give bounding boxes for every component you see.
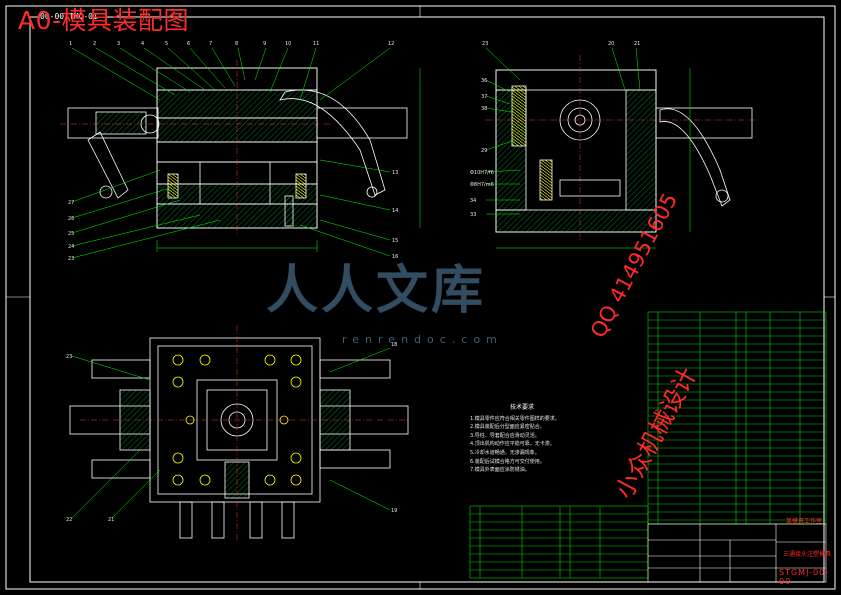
svg-text:13: 13 (392, 170, 398, 176)
tech-line: 2.模具装配后分型面应紧密贴合。 (470, 424, 545, 431)
svg-text:Φ8H7/m6: Φ8H7/m6 (470, 182, 494, 188)
tech-line: 7.模具外表面应涂防锈油。 (470, 467, 530, 474)
front-view-leaders (71, 47, 421, 259)
svg-text:25: 25 (68, 231, 74, 237)
svg-text:4: 4 (141, 41, 144, 47)
svg-text:24: 24 (68, 244, 74, 250)
sheet-outer-border (5, 5, 836, 590)
svg-text:27: 27 (68, 200, 74, 206)
svg-text:33: 33 (470, 212, 476, 218)
title-block-company: 某模具工作室 (786, 518, 823, 525)
overlay-title: A0-模具装配图 (18, 6, 190, 35)
svg-text:37: 37 (481, 94, 487, 100)
watermark-sub: renrendoc.com (342, 333, 503, 346)
lower-bill-of-materials (469, 505, 649, 579)
drawing-number-top: 00-00-TMQ-01 (40, 12, 98, 22)
svg-text:2: 2 (93, 41, 96, 47)
svg-text:19: 19 (391, 508, 397, 514)
svg-text:20: 20 (608, 41, 614, 47)
sheet-inner-border (29, 16, 825, 583)
svg-text:23: 23 (482, 41, 488, 47)
tech-requirements-heading: 技术要求 (510, 404, 535, 411)
technical-requirements: 技术要求 1.模具零件应符合相关零件图样的要求。 2.模具装配后分型面应紧密贴合… (470, 404, 640, 475)
svg-text:5: 5 (165, 41, 168, 47)
title-block-drawing-number: STGMJ-00-00 (779, 568, 830, 586)
svg-text:26: 26 (68, 216, 74, 222)
title-block-drawing-name: 三通接头注塑模具 (783, 551, 832, 558)
tech-line: 6.装配后试模合格方可交付使用。 (470, 458, 545, 465)
title-block (647, 523, 827, 583)
front-section-view (60, 60, 408, 235)
plan-view (69, 325, 410, 540)
svg-text:10: 10 (285, 41, 291, 47)
svg-text:36: 36 (481, 78, 487, 84)
plan-view-bolts (172, 354, 302, 486)
tech-line: 1.模具零件应符合相关零件图样的要求。 (470, 415, 560, 422)
svg-text:29: 29 (481, 148, 487, 154)
svg-text:22: 22 (66, 517, 72, 523)
bom-rows (648, 319, 826, 521)
svg-text:11: 11 (313, 41, 319, 47)
svg-text:12: 12 (388, 41, 394, 47)
svg-text:6: 6 (187, 41, 190, 47)
svg-text:38: 38 (481, 106, 487, 112)
svg-text:7: 7 (209, 41, 212, 47)
svg-text:15: 15 (392, 238, 398, 244)
lower-bom-rows (470, 513, 648, 571)
svg-text:1: 1 (69, 41, 72, 47)
svg-text:21: 21 (108, 517, 114, 523)
svg-text:14: 14 (392, 208, 398, 214)
plan-view-balloon-numbers: 23 22 21 18 19 (66, 342, 397, 523)
tech-line: 3.导柱、导套配合应滑动灵活。 (470, 432, 540, 439)
tech-line: 4.顶出机构动作应平稳可靠，无卡滞。 (470, 441, 555, 448)
svg-text:18: 18 (391, 342, 397, 348)
watermark-main: 人人文库 (266, 261, 487, 321)
tech-line: 5.冷却水道畅通，无渗漏现象。 (470, 449, 540, 456)
svg-text:8: 8 (235, 41, 238, 47)
svg-text:16: 16 (392, 254, 398, 260)
svg-text:21: 21 (634, 41, 640, 47)
side-view-leaders (485, 47, 691, 249)
svg-text:3: 3 (117, 41, 120, 47)
svg-text:Φ10H7/f6: Φ10H7/f6 (470, 170, 494, 176)
svg-text:34: 34 (470, 198, 476, 204)
side-section-view (485, 55, 760, 240)
plan-view-leaders (71, 347, 391, 519)
svg-text:23: 23 (68, 256, 74, 262)
svg-text:9: 9 (263, 41, 266, 47)
svg-text:23: 23 (66, 354, 72, 360)
